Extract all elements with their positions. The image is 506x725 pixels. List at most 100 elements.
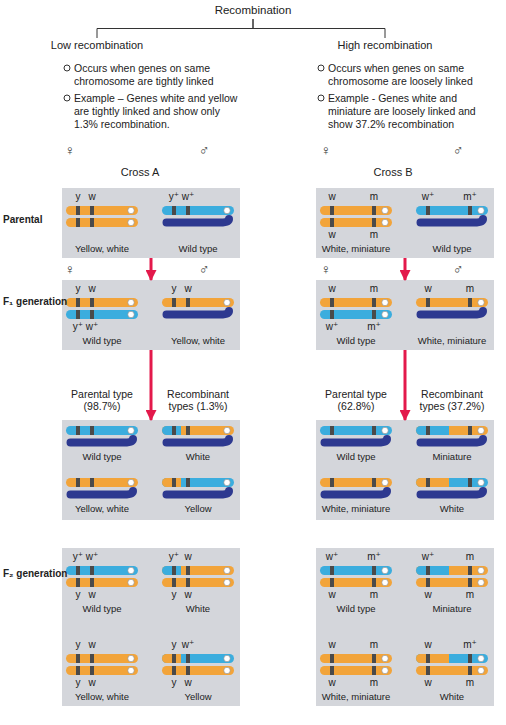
x-chromosome	[320, 310, 392, 319]
centromere	[478, 655, 484, 661]
centromere	[382, 479, 388, 485]
generation-label: F₂ generation	[3, 568, 61, 580]
phenotype-label: Yellow, white	[60, 243, 144, 255]
chromosome-body	[320, 566, 392, 575]
x-chromosome	[320, 298, 392, 307]
gene-locus	[468, 206, 472, 215]
genotype-panel: wmwmWhite, miniaturew⁺m⁺Wild type	[316, 188, 494, 258]
sex-symbol: ♂	[196, 142, 212, 158]
y-chromosome	[421, 491, 484, 495]
gene-locus	[76, 666, 80, 675]
gene-label: m⁺	[366, 551, 382, 563]
centromere	[128, 311, 134, 317]
gene-label: y	[70, 283, 86, 295]
gene-locus	[186, 426, 190, 435]
y-chromosome	[71, 491, 134, 495]
gene-label: y	[166, 677, 182, 689]
gene-label: y	[166, 283, 182, 295]
class-heading: Recombinant types (37.2%)	[417, 388, 487, 412]
gene-label: w	[180, 677, 196, 689]
gene-label: y⁺	[166, 551, 182, 563]
gene-locus	[372, 478, 376, 487]
gene-locus	[330, 654, 334, 663]
chromosome-body	[416, 298, 488, 307]
x-chromosome	[162, 426, 234, 435]
branch-heading: Low recombination	[40, 39, 154, 51]
gene-label: w	[420, 639, 436, 651]
cross-label: Cross A	[100, 166, 180, 179]
gene-locus	[76, 206, 80, 215]
crossover-segment	[416, 426, 449, 435]
crossover-segment	[162, 478, 181, 487]
sex-symbol: ♀	[318, 142, 334, 158]
crossover-segment	[416, 566, 449, 575]
centromere	[128, 667, 134, 673]
x-chromosome	[320, 478, 392, 487]
chromosome-body	[66, 426, 138, 435]
crossover-segment	[162, 426, 181, 435]
phenotype-label: White, miniature	[314, 243, 398, 255]
x-chromosome	[320, 666, 392, 675]
gene-label: m	[366, 229, 382, 241]
y-chromosome-body	[421, 219, 484, 223]
bullet-text: Example – Genes white and yellow are tig…	[74, 92, 244, 131]
y-chromosome	[71, 439, 134, 443]
gene-locus	[372, 298, 376, 307]
phenotype-label: Yellow, white	[156, 335, 240, 347]
y-chromosome-body	[71, 491, 134, 495]
centromere	[128, 207, 134, 213]
x-chromosome	[416, 666, 488, 675]
gene-label: w	[324, 639, 340, 651]
phenotype-label: Wild type	[156, 243, 240, 255]
gene-label: m	[462, 551, 478, 563]
phenotype-label: White	[410, 691, 494, 703]
chromosome-body	[162, 206, 234, 215]
gene-locus	[186, 666, 190, 675]
gene-label: m⁺	[366, 321, 382, 333]
x-chromosome	[320, 206, 392, 215]
gene-locus	[426, 206, 430, 215]
chromosome-body	[416, 478, 488, 487]
bullet-text: Occurs when genes on same chromosome are…	[328, 62, 500, 88]
y-chromosome-body	[325, 439, 388, 443]
gene-locus	[426, 566, 430, 575]
centromere	[224, 655, 230, 661]
chromosome-body	[416, 578, 488, 587]
sex-symbol: ♀	[318, 261, 334, 277]
gene-locus	[172, 566, 176, 575]
centromere	[382, 311, 388, 317]
x-chromosome	[416, 298, 488, 307]
x-chromosome	[66, 310, 138, 319]
chromosome-body	[320, 578, 392, 587]
genotype-panel: ywy⁺w⁺Wild typeywYellow, white	[62, 280, 240, 350]
centromere	[478, 427, 484, 433]
gene-locus	[330, 206, 334, 215]
bullet-circle	[64, 95, 70, 101]
gene-label: y	[166, 639, 182, 651]
centromere	[224, 567, 230, 573]
gene-label: m	[366, 283, 382, 295]
chromosome-body	[66, 566, 138, 575]
gene-locus	[76, 426, 80, 435]
gene-locus	[372, 310, 376, 319]
gene-locus	[468, 298, 472, 307]
chromosome-body	[66, 654, 138, 663]
gene-locus	[468, 654, 472, 663]
gene-locus	[172, 578, 176, 587]
chromosome-body	[320, 666, 392, 675]
class-heading: Parental type (98.7%)	[70, 388, 134, 412]
centromere	[224, 479, 230, 485]
gene-locus	[90, 666, 94, 675]
phenotype-label: Yellow	[156, 691, 240, 703]
connector	[404, 350, 407, 420]
connector	[404, 258, 407, 280]
chromosome-body	[320, 206, 392, 215]
centromere	[478, 207, 484, 213]
gene-label: w	[84, 677, 100, 689]
gene-locus	[90, 478, 94, 487]
gene-locus	[372, 218, 376, 227]
branch-heading: High recombination	[322, 38, 448, 54]
gene-label: m	[462, 589, 478, 601]
gene-label: m	[366, 677, 382, 689]
